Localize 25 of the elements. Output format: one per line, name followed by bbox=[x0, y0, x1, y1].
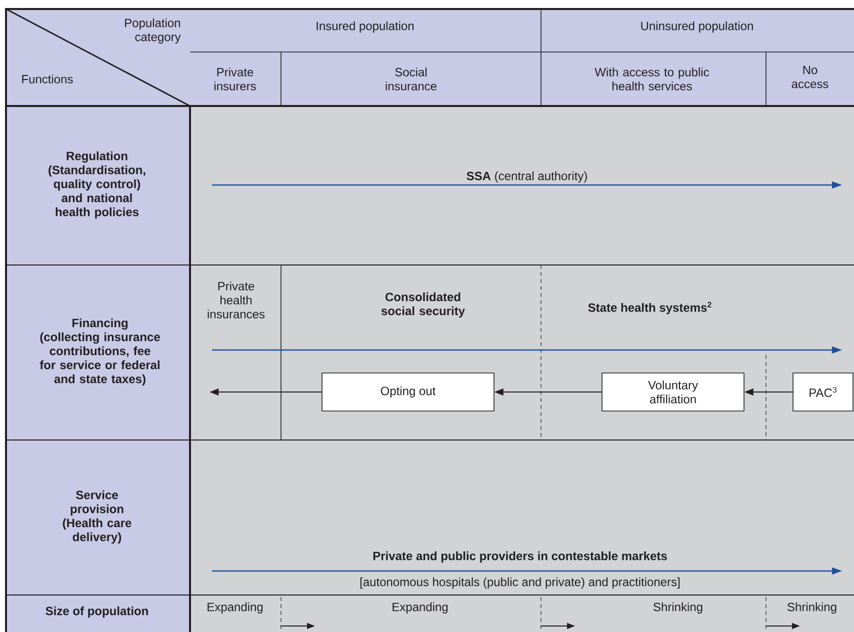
column-header: No access bbox=[792, 66, 828, 88]
cell-text: Private health insurances bbox=[208, 282, 265, 318]
row-header: Functions bbox=[22, 74, 73, 84]
cell-text: Expanding bbox=[392, 602, 448, 614]
cell-text: SSA (central authority) bbox=[466, 171, 587, 183]
row-header: Service provision (Health care delivery) bbox=[62, 490, 132, 544]
column-header: Social insurance bbox=[386, 68, 436, 90]
cell-text: Expanding bbox=[208, 602, 263, 614]
column-header: Population category bbox=[125, 18, 181, 44]
cell-text: [autonomous hospitals (public and private) and practitioners] bbox=[360, 577, 680, 589]
row-header: Financing (collecting insurance contributions, fee for service or federal and state taxes) bbox=[40, 318, 160, 386]
process-box: Opting out bbox=[322, 372, 494, 412]
process-box: PAC$^{3}$ bbox=[792, 372, 854, 412]
cell-text: State health systems$^{2}$ bbox=[588, 302, 712, 314]
cell-text: Consolidated social security bbox=[381, 292, 465, 318]
row-header: Size of population bbox=[46, 606, 148, 618]
column-header: Insured population bbox=[316, 21, 414, 33]
column-header: Private insurers bbox=[214, 68, 256, 90]
column-header: Uninsured population bbox=[641, 21, 753, 33]
row-header: Regulation (Standardisation, quality control) and national health policies bbox=[48, 151, 146, 219]
process-box: Voluntary affiliation bbox=[602, 372, 744, 412]
cell-text: Shrinking bbox=[788, 602, 836, 614]
cell-text: Private and public providers in contestable markets bbox=[373, 551, 667, 563]
cell-text: Shrinking bbox=[654, 602, 702, 614]
column-header: With access to public health services bbox=[594, 68, 710, 90]
